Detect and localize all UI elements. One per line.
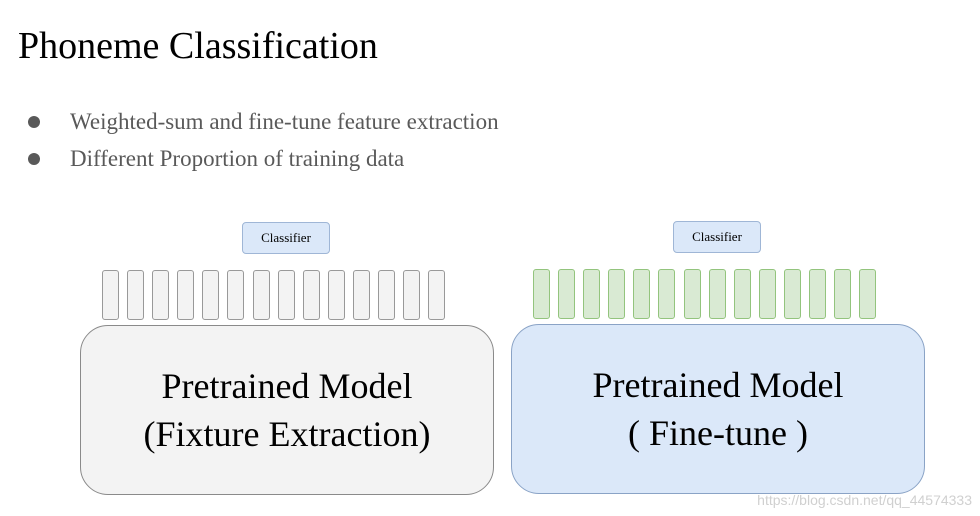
feature-vector (202, 270, 220, 320)
classifier-label: Classifier (261, 230, 311, 245)
feature-vector (152, 270, 170, 320)
pretrained-model-fine-tune: Pretrained Model ( Fine-tune ) (511, 324, 925, 494)
feature-vectors-frozen (102, 270, 446, 320)
feature-vector (583, 269, 601, 319)
bullet-item: Weighted-sum and fine-tune feature extra… (28, 103, 499, 140)
feature-vector (558, 269, 576, 319)
feature-vector (277, 270, 295, 320)
feature-vector (783, 269, 801, 319)
bullet-text: Weighted-sum and fine-tune feature extra… (70, 108, 499, 134)
feature-vector (733, 269, 751, 319)
feature-vector (533, 269, 550, 319)
feature-vector (327, 270, 345, 320)
classifier-box-feature-extraction: Classifier (242, 222, 330, 254)
feature-vector (708, 269, 726, 319)
feature-vector (127, 270, 145, 320)
model-mode: (Fixture Extraction) (143, 414, 431, 454)
feature-vector (428, 270, 446, 320)
pretrained-model-feature-extraction: Pretrained Model (Fixture Extraction) (80, 325, 494, 495)
bullet-dot-icon (28, 152, 40, 165)
feature-vector (683, 269, 701, 319)
feature-vector (227, 270, 245, 320)
feature-vector (177, 270, 195, 320)
classifier-box-fine-tune: Classifier (673, 221, 761, 253)
feature-vector (633, 269, 651, 319)
feature-vector (403, 270, 421, 320)
feature-vector (658, 269, 676, 319)
feature-vector (608, 269, 626, 319)
bullet-list: Weighted-sum and fine-tune feature extra… (28, 103, 499, 177)
model-mode: ( Fine-tune ) (628, 413, 808, 453)
slide-title: Phoneme Classification (18, 25, 378, 67)
feature-vector (252, 270, 270, 320)
feature-vector (758, 269, 776, 319)
classifier-label: Classifier (692, 229, 742, 244)
bullet-dot-icon (28, 115, 40, 128)
bullet-text: Different Proportion of training data (70, 145, 405, 171)
model-title: Pretrained Model (161, 366, 413, 406)
feature-vector (378, 270, 396, 320)
feature-vector (302, 270, 320, 320)
bullet-item: Different Proportion of training data (28, 140, 499, 177)
model-title: Pretrained Model (592, 365, 844, 405)
feature-vector (834, 269, 852, 319)
feature-vector (352, 270, 370, 320)
feature-vector (809, 269, 827, 319)
feature-vector (859, 269, 877, 319)
watermark: https://blog.csdn.net/qq_44574333 (757, 492, 972, 508)
feature-vector (102, 270, 119, 320)
feature-vectors-tuned (533, 269, 877, 319)
